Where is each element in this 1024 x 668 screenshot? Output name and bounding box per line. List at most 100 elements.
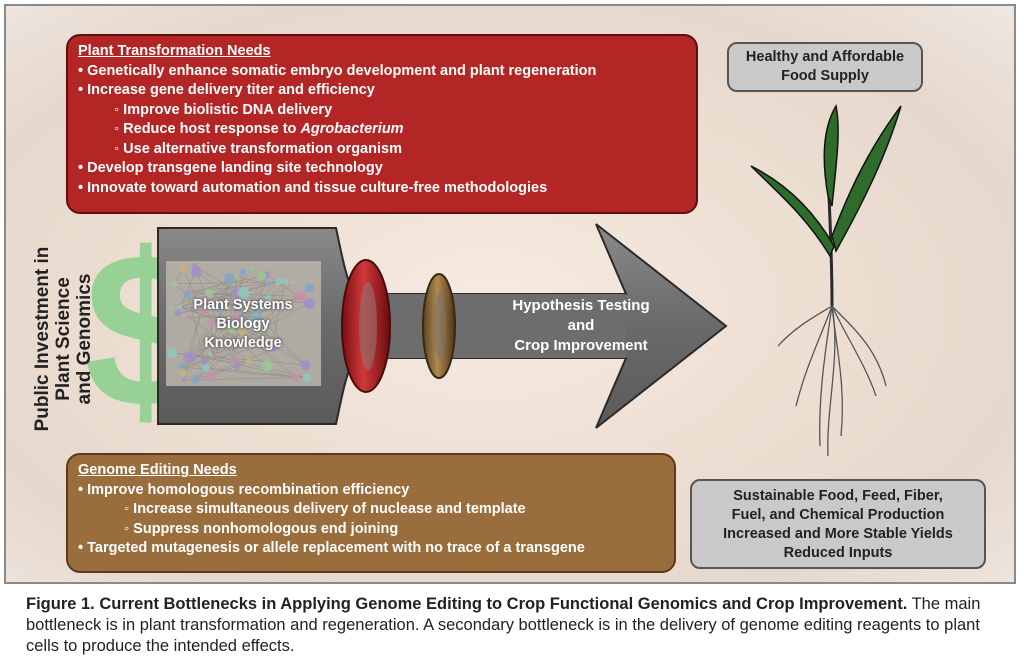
network-edge xyxy=(196,271,257,317)
network-node xyxy=(204,288,214,298)
network-node xyxy=(167,347,178,358)
network-edge xyxy=(195,296,302,380)
plant-need-item: • Innovate toward automation and tissue … xyxy=(78,179,548,196)
plant-need-item: • Increase gene delivery titer and effic… xyxy=(78,82,375,98)
network-edge xyxy=(235,282,294,325)
plant-need-item: • Genetically enhance somatic embryo dev… xyxy=(78,62,597,79)
leaf-left xyxy=(750,165,835,258)
network-edge xyxy=(234,280,279,324)
network-node xyxy=(212,302,223,313)
genome-need-subitem: ◦ Suppress nonhomologous end joining xyxy=(124,520,399,537)
leaf-center xyxy=(823,103,839,207)
network-edge xyxy=(180,275,262,308)
network-node xyxy=(204,371,215,381)
knowledge-line: Knowledge xyxy=(204,335,282,351)
network-node xyxy=(274,277,283,286)
network-node xyxy=(302,373,312,382)
network-node xyxy=(290,280,296,286)
network-edge xyxy=(182,311,259,368)
network-node xyxy=(265,281,272,287)
figure-caption: Figure 1. Current Bottlenecks in Applyin… xyxy=(26,594,1006,657)
network-edge xyxy=(188,283,269,358)
network-edge xyxy=(174,283,267,367)
network-node xyxy=(191,263,198,270)
network-node xyxy=(200,357,208,366)
network-node xyxy=(207,351,213,357)
caption-title: Figure 1. Current Bottlenecks in Applyin… xyxy=(26,595,908,613)
genome-editing-needs-box: Genome Editing Needs • Improve homologou… xyxy=(66,453,676,573)
network-edge xyxy=(202,278,230,312)
network-node xyxy=(239,268,247,276)
network-edge xyxy=(188,322,212,358)
plant-illustration xyxy=(750,103,902,457)
outcome-line: Reduced Inputs xyxy=(783,545,893,561)
network-node xyxy=(276,336,283,343)
network-node xyxy=(186,315,191,320)
network-edge xyxy=(193,354,296,378)
network-edge xyxy=(209,292,301,297)
network-node xyxy=(169,305,175,310)
network-node xyxy=(199,295,209,305)
network-node xyxy=(237,311,243,317)
network-node xyxy=(236,290,242,296)
network-node xyxy=(303,297,316,309)
genome-needs-title: Genome Editing Needs xyxy=(78,462,237,478)
arrow-line: Hypothesis Testing xyxy=(512,297,650,314)
plant-need-item: • Develop transgene landing site technol… xyxy=(78,160,383,176)
network-node xyxy=(245,358,253,365)
leaf-right xyxy=(831,105,902,253)
network-edge xyxy=(256,296,302,314)
network-node xyxy=(237,287,250,299)
food-line: Healthy and Affordable xyxy=(745,49,905,65)
hypothesis-testing-label: Hypothesis Testing and Crop Improvement xyxy=(486,296,676,356)
network-edge xyxy=(193,268,252,356)
public-investment-label: Public Investment in Plant Science and G… xyxy=(32,234,95,444)
plant-need-subitem: ◦ Use alternative transformation organis… xyxy=(114,140,402,157)
network-node xyxy=(248,301,253,307)
agrobacterium-term: Agrobacterium xyxy=(300,121,404,137)
network-node xyxy=(282,278,289,285)
outcome-line: Fuel, and Chemical Production xyxy=(731,507,945,523)
network-edge xyxy=(182,340,282,368)
network-node xyxy=(178,264,188,273)
network-node xyxy=(201,363,210,372)
investment-line: Plant Science xyxy=(53,277,74,401)
outcome-line: Increased and More Stable Yields xyxy=(723,526,953,542)
network-node xyxy=(291,373,300,382)
network-node xyxy=(267,340,280,352)
food-supply-box: Healthy and Affordable Food Supply xyxy=(727,42,923,92)
food-line: Food Supply xyxy=(781,68,869,84)
network-node xyxy=(248,266,254,272)
plant-need-subitem-text: ◦ Reduce host response to xyxy=(114,121,297,137)
knowledge-line: Plant Systems xyxy=(193,297,293,313)
network-node xyxy=(265,295,272,302)
figure-panel: $ xyxy=(4,4,1016,584)
network-node xyxy=(224,273,235,284)
network-node xyxy=(171,280,178,287)
network-edge xyxy=(180,283,269,308)
network-node xyxy=(181,377,187,382)
investment-line: and Genomics xyxy=(74,273,95,405)
network-edge xyxy=(204,299,296,378)
network-edge xyxy=(183,377,308,381)
network-edge xyxy=(187,293,206,368)
plant-need-subitem: ◦ Improve biolistic DNA delivery xyxy=(114,101,333,118)
arrow-line: and xyxy=(567,317,595,334)
genome-need-item: • Improve homologous recombination effic… xyxy=(78,481,410,498)
network-node xyxy=(300,359,311,371)
network-node xyxy=(178,368,187,377)
plant-need-subitem: ◦ Reduce host response to Agrobacterium xyxy=(78,120,686,140)
knowledge-line: Biology xyxy=(216,316,270,332)
network-node xyxy=(191,374,201,384)
network-node xyxy=(198,307,206,315)
network-edge xyxy=(188,316,250,362)
network-edge xyxy=(190,275,262,292)
network-edge xyxy=(210,329,232,355)
network-edge xyxy=(212,355,308,378)
investment-line: Public Investment in xyxy=(32,246,53,432)
network-node xyxy=(233,362,241,371)
plant-transformation-needs-box: Plant Transformation Needs • Genetically… xyxy=(66,34,698,214)
network-edge xyxy=(182,268,203,312)
network-edge xyxy=(196,271,235,363)
systems-biology-knowledge-label: Plant Systems Biology Knowledge xyxy=(168,296,318,353)
